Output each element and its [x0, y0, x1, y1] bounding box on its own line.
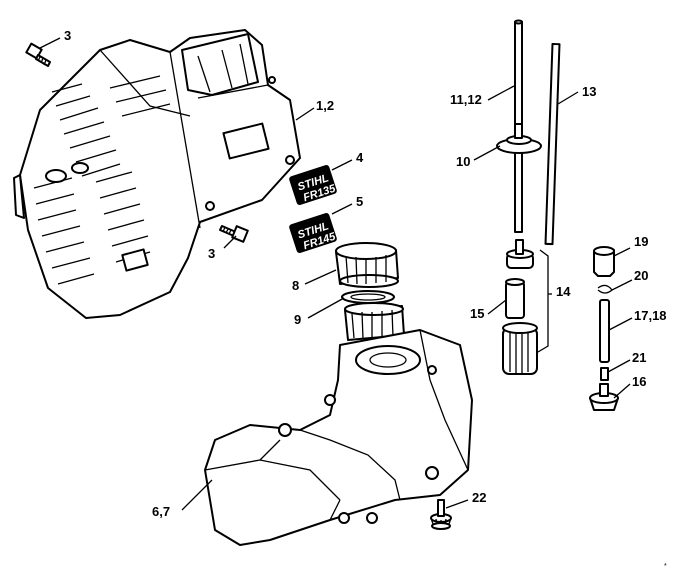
callout-5: 5 [356, 194, 363, 209]
screw-part-22[interactable] [430, 499, 452, 530]
callout-9: 9 [294, 312, 301, 327]
screw-part-3a[interactable] [25, 42, 51, 67]
fuel-line-part-13[interactable] [544, 42, 561, 246]
fitting-part-19[interactable] [593, 246, 615, 277]
callout-8: 8 [292, 278, 299, 293]
callout-22: 22 [472, 490, 486, 505]
screw-part-3b[interactable] [219, 225, 249, 243]
fuel-filter-part[interactable] [502, 322, 538, 375]
fuel-tank-part[interactable] [204, 302, 473, 546]
grommet-part-10[interactable] [496, 123, 542, 154]
shroud-part[interactable] [13, 29, 301, 319]
callout-3-top: 3 [64, 28, 71, 43]
callout-6-7: 6,7 [152, 504, 170, 519]
callout-16: 16 [632, 374, 646, 389]
clip-part-20[interactable] [597, 284, 613, 294]
callout-10: 10 [456, 154, 470, 169]
callout-21: 21 [632, 350, 646, 365]
callout-11-12: 11,12 [450, 92, 482, 107]
callout-14: 14 [556, 284, 571, 299]
sleeve-part-21[interactable] [600, 367, 609, 381]
corner-mark: * [664, 563, 667, 570]
valve-part-16[interactable] [589, 383, 619, 411]
callout-19: 19 [634, 234, 648, 249]
callout-15: 15 [470, 306, 484, 321]
decal-part-5[interactable]: STIHL FR145 [288, 212, 338, 254]
decal-part-4[interactable]: STIHL FR135 [288, 164, 338, 206]
callout-13: 13 [582, 84, 596, 99]
callout-17-18: 17,18 [634, 308, 667, 323]
pickup-body-part-14[interactable] [506, 239, 534, 269]
callout-3-bottom: 3 [208, 246, 215, 261]
callout-20: 20 [634, 268, 648, 283]
leader-lines [39, 37, 633, 511]
callout-1-2: 1,2 [316, 98, 334, 113]
filter-sleeve-part-15[interactable] [505, 278, 525, 319]
cap-gasket-part[interactable] [341, 290, 395, 304]
tube-part-17-18[interactable] [599, 299, 610, 363]
filler-cap-part[interactable] [335, 242, 399, 288]
callout-4: 4 [356, 150, 364, 165]
